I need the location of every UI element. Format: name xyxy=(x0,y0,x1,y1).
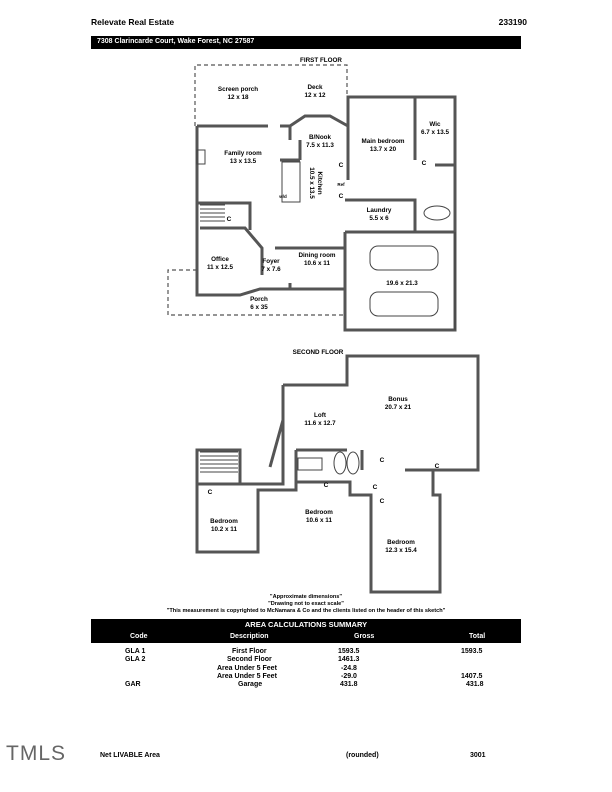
room-dims: 7.5 x 11.3 xyxy=(306,142,334,149)
wd-mark: w/d xyxy=(278,194,287,199)
closet-mark: C xyxy=(339,162,344,169)
room-dims: 10.6 x 11 xyxy=(304,260,330,267)
room-name: Dining room xyxy=(298,252,335,259)
row-description: Area Under 5 Feet xyxy=(217,673,277,680)
net-livable-label: Net LIVABLE Area xyxy=(100,752,160,759)
summary-row: GAR Garage 431.8 431.8 xyxy=(91,681,521,689)
room-name: Kitchen xyxy=(316,171,323,194)
row-total: 431.8 xyxy=(466,681,484,688)
note-scale: "Drawing not to exact scale" xyxy=(268,601,344,607)
room-dims: 12 x 12 xyxy=(304,92,326,99)
room-name: Family room xyxy=(224,150,262,157)
room-name: Screen porch xyxy=(218,86,258,93)
summary-row: Area Under 5 Feet -29.0 1407.5 xyxy=(91,673,521,681)
row-gross: 1461.3 xyxy=(338,656,360,663)
closet-mark: C xyxy=(380,457,385,464)
summary-row: GLA 2 Second Floor 1461.3 xyxy=(91,656,521,664)
room-name: Porch xyxy=(250,296,268,303)
row-description: Area Under 5 Feet xyxy=(217,665,277,672)
closet-mark: C xyxy=(435,463,440,470)
closet-mark: C xyxy=(339,193,344,200)
report-id: 233190 xyxy=(498,17,527,27)
row-description: Garage xyxy=(238,681,263,688)
row-total: 1593.5 xyxy=(461,648,483,655)
row-gross: -24.8 xyxy=(341,665,357,672)
room-name: B/Nook xyxy=(309,134,332,141)
room-dims: 7 x 7.6 xyxy=(261,266,281,273)
room-dims: 10.6 x 11 xyxy=(306,517,332,524)
room-name: Main bedroom xyxy=(361,138,404,145)
room-name: Bonus xyxy=(388,396,408,403)
row-gross: -29.0 xyxy=(341,673,357,680)
closet-mark: C xyxy=(208,489,213,496)
row-gross: 431.8 xyxy=(340,681,358,688)
summary-row: Area Under 5 Feet -24.8 xyxy=(91,665,521,673)
header-description: Description xyxy=(230,633,269,640)
note-copyright: "This measurement is copyrighted to McNa… xyxy=(166,608,446,614)
closet-mark: C xyxy=(422,160,427,167)
property-address: 7308 Clarincarde Court, Wake Forest, NC … xyxy=(97,38,255,45)
room-dims: 19.6 x 21.3 xyxy=(386,280,418,287)
room-dims: 10.5 x 13.5 xyxy=(308,167,315,199)
row-description: First Floor xyxy=(232,648,267,655)
rounded-note: (rounded) xyxy=(346,752,379,759)
room-name: Loft xyxy=(314,412,327,419)
room-dims: 13 x 13.5 xyxy=(230,158,257,165)
room-dims: 5.5 x 6 xyxy=(369,215,389,222)
closet-mark: C xyxy=(380,498,385,505)
row-code: GLA 1 xyxy=(125,648,146,655)
room-name: Deck xyxy=(307,84,323,91)
header-gross: Gross xyxy=(354,633,375,640)
row-total: 1407.5 xyxy=(461,673,483,680)
header-code: Code xyxy=(130,633,148,640)
ref-mark: Ref xyxy=(337,182,345,187)
room-name: Bedroom xyxy=(305,509,333,516)
net-livable-value: 3001 xyxy=(470,752,486,759)
address-bar: 7308 Clarincarde Court, Wake Forest, NC … xyxy=(91,36,521,49)
company-name: Relevate Real Estate xyxy=(91,17,175,27)
room-dims: 10.2 x 11 xyxy=(211,526,237,533)
room-dims: 6.7 x 13.5 xyxy=(421,129,450,136)
room-name: Office xyxy=(211,256,229,263)
room-name: Bedroom xyxy=(210,518,238,525)
room-dims: 11 x 12.5 xyxy=(207,264,233,271)
room-dims: 12 x 18 xyxy=(227,94,249,101)
summary-title-bar: AREA CALCULATIONS SUMMARY xyxy=(91,619,521,631)
row-description: Second Floor xyxy=(227,656,272,663)
closet-mark: C xyxy=(373,484,378,491)
note-approx: "Approximate dimensions" xyxy=(269,594,343,600)
first-floor-title: FIRST FLOOR xyxy=(300,57,342,64)
row-code: GLA 2 xyxy=(125,656,146,663)
row-gross: 1593.5 xyxy=(338,648,360,655)
summary-row: GLA 1 First Floor 1593.5 1593.5 xyxy=(91,648,521,656)
room-dims: 20.7 x 21 xyxy=(385,404,412,411)
room-dims: 11.6 x 12.7 xyxy=(304,420,336,427)
room-name: Foyer xyxy=(262,258,280,265)
summary-title: AREA CALCULATIONS SUMMARY xyxy=(244,620,368,629)
tmls-logo: TMLS xyxy=(6,742,67,765)
room-name: Laundry xyxy=(367,207,392,214)
second-floor-title: SECOND FLOOR xyxy=(293,349,344,356)
room-dims: 6 x 35 xyxy=(250,304,268,311)
closet-mark: C xyxy=(227,216,232,223)
row-code: GAR xyxy=(125,681,141,688)
room-dims: 13.7 x 20 xyxy=(370,146,397,153)
room-dims: 12.3 x 15.4 xyxy=(385,547,417,554)
room-name: Bedroom xyxy=(387,539,415,546)
summary-header-row: Code Description Gross Total xyxy=(91,631,521,643)
room-name: Wic xyxy=(429,121,441,128)
closet-mark: C xyxy=(324,482,329,489)
header-total: Total xyxy=(469,633,486,640)
